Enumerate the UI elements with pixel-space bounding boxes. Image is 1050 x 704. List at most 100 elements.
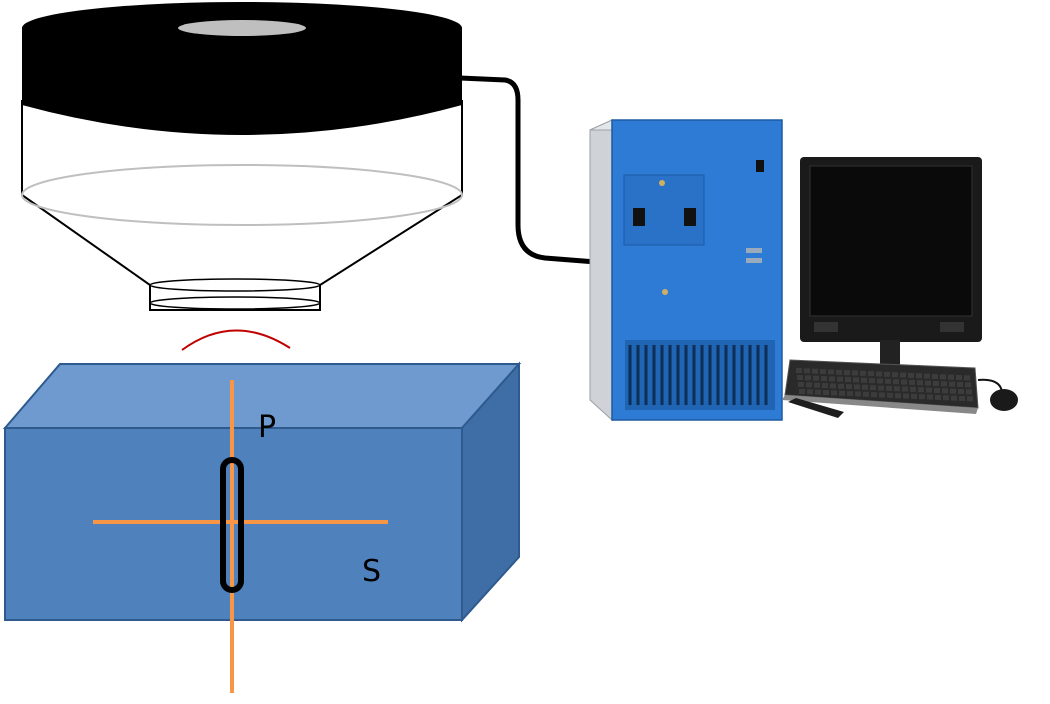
keyboard-key — [951, 395, 957, 401]
keyboard-key — [935, 394, 941, 400]
keyboard-key — [831, 390, 837, 396]
keyboard-key — [807, 389, 813, 395]
keyboard-key — [853, 377, 859, 383]
label-s: S — [362, 554, 381, 589]
keyboard-key — [965, 382, 971, 388]
keyboard-key — [924, 373, 930, 379]
keyboard-key — [893, 379, 899, 385]
keyboard-key — [934, 387, 940, 393]
mouse-icon — [990, 389, 1018, 411]
keyboard-key — [884, 371, 890, 377]
keyboard-key — [829, 376, 835, 382]
keyboard-key — [868, 371, 874, 377]
keyboard-key — [820, 369, 826, 375]
keyboard-key — [813, 375, 819, 381]
keyboard-key — [885, 378, 891, 384]
keyboard-key — [799, 389, 805, 394]
keyboard-key — [964, 375, 970, 381]
remote-device — [788, 398, 844, 418]
keyboard-key — [863, 391, 869, 397]
keyboard-key — [860, 370, 866, 376]
keyboard-key — [957, 382, 963, 387]
keyboard-key — [926, 387, 932, 393]
keyboard-key — [892, 372, 898, 378]
keyboard-key — [940, 374, 946, 380]
keyboard-key — [821, 376, 827, 382]
label-p: P — [258, 410, 276, 445]
keyboard-key — [949, 381, 955, 387]
keyboard-key — [950, 388, 956, 394]
keyboard-key — [847, 391, 853, 397]
keyboard-key — [909, 379, 915, 385]
keyboard-key — [967, 396, 973, 402]
keyboard-key — [901, 379, 907, 385]
keyboard-key — [925, 380, 931, 386]
keyboard-key — [900, 372, 906, 378]
keyboard-key — [910, 386, 916, 392]
keyboard-key — [836, 369, 842, 375]
keyboard-key — [797, 375, 803, 380]
keyboard-key — [932, 373, 938, 379]
cable — [457, 75, 599, 265]
keyboard-key — [796, 368, 802, 373]
keyboard-key — [854, 384, 860, 390]
keyboard-key — [855, 391, 861, 397]
keyboard-key — [941, 381, 947, 387]
test-block — [2, 361, 522, 623]
desktop-computer-icon — [589, 119, 783, 422]
keyboard-key — [871, 392, 877, 398]
keyboard-key — [804, 368, 810, 374]
keyboard-key — [862, 384, 868, 390]
keyboard-key — [918, 387, 924, 393]
keyboard-key — [870, 385, 876, 391]
keyboard-key — [911, 393, 917, 399]
keyboard-key — [927, 394, 933, 400]
keyboard-key — [948, 374, 954, 380]
keyboard-key — [876, 371, 882, 377]
keyboard-key — [917, 380, 923, 386]
keyboard-key — [838, 383, 844, 389]
keyboard-key — [916, 373, 922, 379]
keyboard-key — [861, 377, 867, 383]
keyboard-key — [806, 382, 812, 388]
transducer-icon — [21, 2, 463, 311]
keyboard-key — [903, 393, 909, 399]
defect-flaw — [220, 457, 244, 593]
keyboard-key — [845, 377, 851, 383]
keyboard-key — [815, 389, 821, 395]
keyboard-key — [846, 384, 852, 390]
keyboard-key — [919, 394, 925, 400]
keyboard-key — [933, 380, 939, 386]
keyboard-key — [828, 369, 834, 375]
keyboard-key — [844, 370, 850, 376]
keyboard-key — [814, 382, 820, 388]
keyboard-key — [823, 390, 829, 396]
keyboard-key — [877, 378, 883, 384]
keyboard-key — [958, 389, 964, 394]
keyboard-key — [837, 376, 843, 382]
keyboard-key — [839, 390, 845, 396]
keyboard-key — [966, 389, 972, 395]
keyboard-key — [942, 388, 948, 394]
keyboard-key — [886, 385, 892, 391]
keyboard-key — [869, 378, 875, 384]
keyboard-key — [908, 372, 914, 378]
keyboard-key — [812, 368, 818, 374]
keyboard-key — [798, 382, 804, 387]
keyboard-key — [887, 392, 893, 398]
keyboard-key — [852, 370, 858, 376]
keyboard-key — [878, 385, 884, 391]
keyboard-key — [959, 396, 965, 401]
keyboard-key — [956, 375, 962, 380]
keyboard-key — [830, 383, 836, 389]
monitor-icon — [800, 157, 982, 378]
keyboard-icon — [782, 359, 979, 414]
keyboard-key — [943, 395, 949, 401]
keyboard-key — [879, 392, 885, 398]
keyboard-key — [894, 386, 900, 392]
keyboard-key — [822, 383, 828, 389]
keyboard-key — [895, 393, 901, 399]
keyboard-key — [902, 386, 908, 392]
keyboard-key — [805, 375, 811, 381]
